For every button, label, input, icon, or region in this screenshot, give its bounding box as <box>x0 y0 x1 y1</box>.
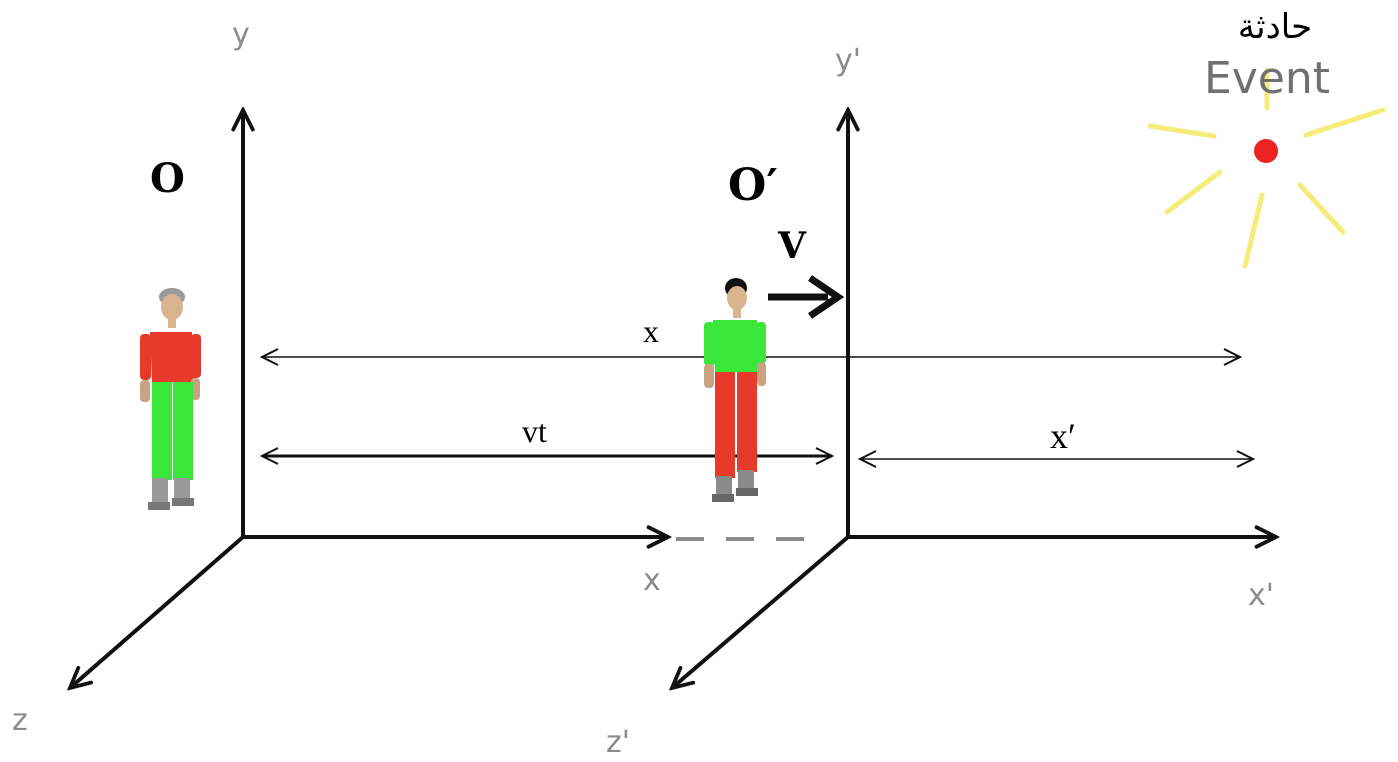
frame-o-z-axis <box>70 535 245 688</box>
frame-o-prime-x-label: x' <box>1248 578 1274 613</box>
frame-o-prime-y-label: y' <box>835 43 861 78</box>
frame-o-prime-axes <box>672 110 1276 688</box>
distance-vt-label: vt <box>522 413 547 449</box>
event-burst <box>1147 67 1386 269</box>
event-dot <box>1254 139 1278 163</box>
frame-o-prime-origin-label: O′ <box>728 160 778 211</box>
frame-o-prime-z-label: z' <box>606 725 630 760</box>
distance-x-label: x <box>643 313 659 349</box>
distance-x-prime-label: x′ <box>1050 416 1076 456</box>
observer-o-prime-figure <box>704 278 766 502</box>
frame-o-x-label: x <box>643 563 661 598</box>
event-label-english: Event <box>1204 53 1330 104</box>
event-rays <box>1147 67 1386 269</box>
observer-o-figure <box>140 288 201 510</box>
frame-o-origin-label: O <box>150 155 185 202</box>
frame-o-prime-z-axis <box>672 535 850 688</box>
velocity-arrow <box>768 275 845 319</box>
frame-o-y-label: y <box>232 17 250 52</box>
frame-o-z-label: z <box>12 703 28 738</box>
velocity-label: V <box>777 225 807 267</box>
event-label-arabic: حادثة <box>1238 7 1312 47</box>
frame-o-axes <box>70 110 826 688</box>
